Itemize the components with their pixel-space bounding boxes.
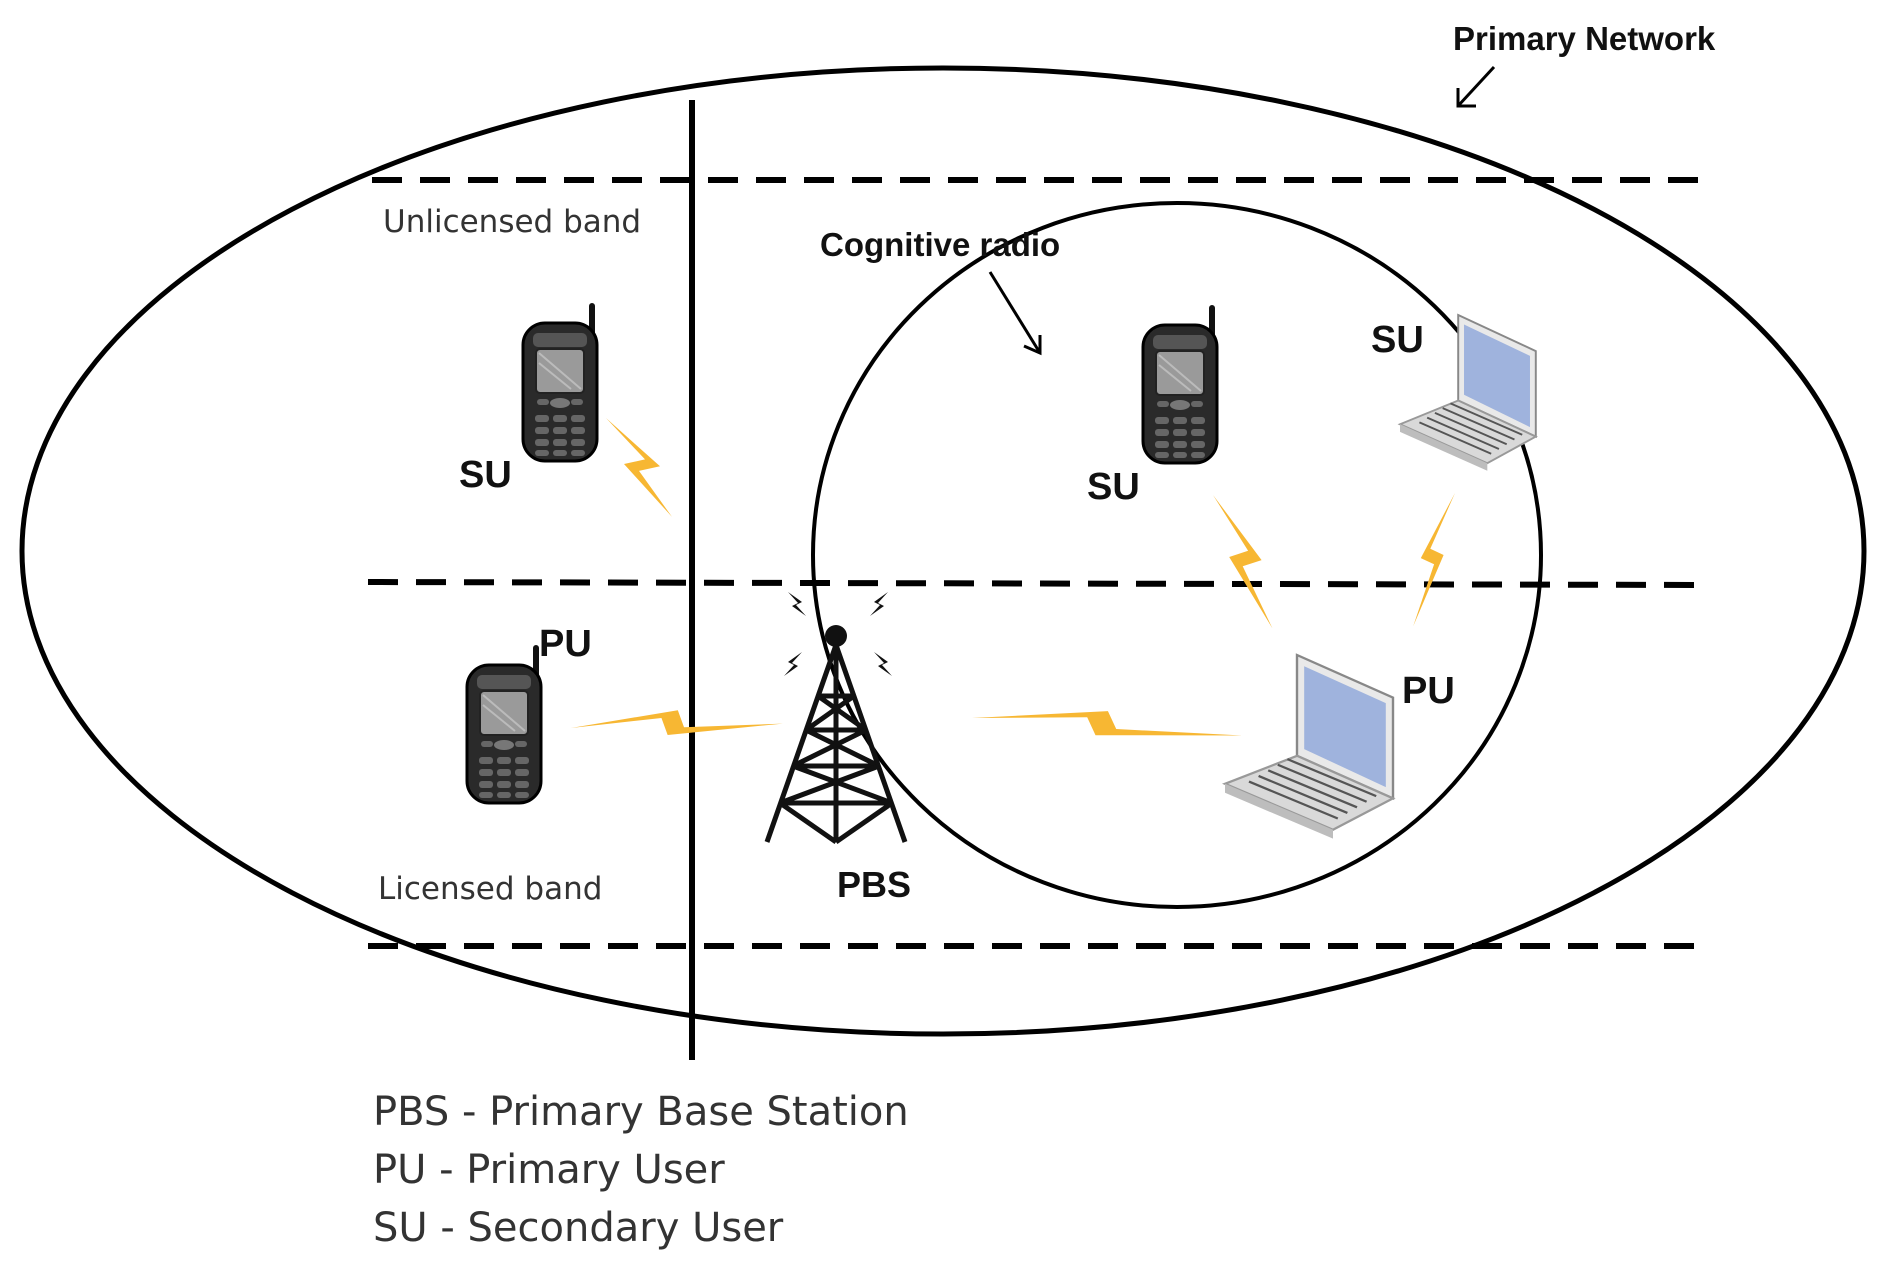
primary-network-boundary — [19, 65, 1867, 1037]
cognitive-radio-label: Cognitive radio — [820, 226, 1060, 263]
pu-label-laptop: PU — [1402, 670, 1455, 712]
su-label-left: SU — [459, 454, 512, 496]
link-bolt-pu-left-icon — [571, 680, 783, 771]
su-label-phone-circle: SU — [1087, 466, 1140, 508]
cognitive-radio-boundary — [811, 201, 1543, 909]
su-phone-left-icon — [521, 301, 599, 463]
su-phone-circle-icon — [1141, 303, 1219, 465]
unlicensed-band-label: Unlicensed band — [383, 204, 641, 240]
pu-label-left: PU — [539, 623, 592, 665]
legend-item-pbs: PBS - Primary Base Station — [373, 1089, 909, 1135]
pu-phone-left-icon — [465, 643, 543, 805]
pbs-label: PBS — [837, 864, 911, 905]
su-label-laptop: SU — [1371, 319, 1424, 361]
base-station-tower-icon — [764, 625, 908, 845]
licensed-band-label: Licensed band — [378, 871, 602, 907]
cognitive-radio-arrow — [988, 271, 1042, 356]
link-bolt-su-left-icon — [606, 418, 672, 517]
band-divider-middle — [367, 579, 1701, 588]
legend: PBS - Primary Base Station PU - Primary … — [373, 1083, 909, 1257]
legend-item-pu: PU - Primary User — [373, 1147, 725, 1193]
primary-network-arrow — [1456, 65, 1496, 108]
legend-item-su: SU - Secondary User — [373, 1205, 784, 1251]
primary-network-label: Primary Network — [1453, 20, 1716, 57]
